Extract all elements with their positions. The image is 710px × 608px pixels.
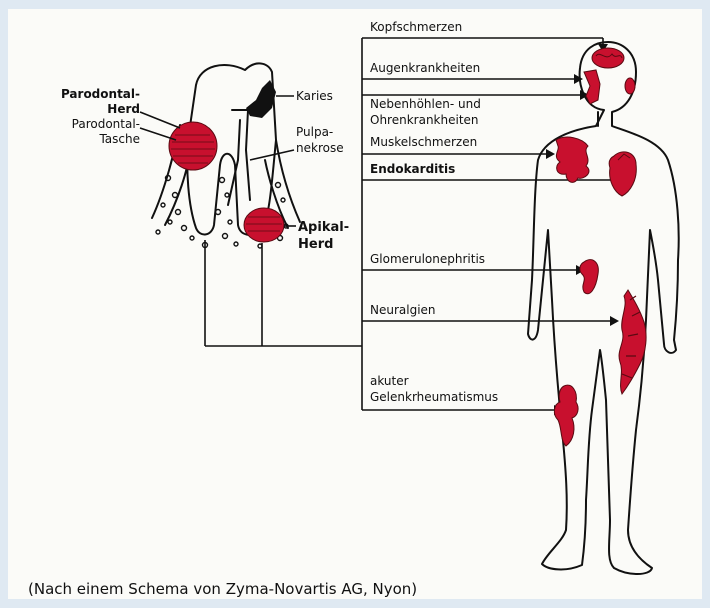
human-body-outline <box>528 42 679 574</box>
pulpa-label-1: Pulpa- <box>296 125 333 139</box>
apikal-label-2: Herd <box>298 237 333 252</box>
parodontal-herd-label-2: Herd <box>107 102 140 116</box>
pulpa-label-2: nekrose <box>296 141 344 155</box>
apikal-label-1: Apikal- <box>298 220 349 235</box>
parodontal-tasche-label-1: Parodontal- <box>72 117 140 131</box>
gelenk-label-1: akuter <box>370 374 409 388</box>
apikal-herd-lesion <box>244 208 284 242</box>
muscle-lesion <box>556 137 589 182</box>
head-lesion <box>592 48 624 68</box>
karies-label: Karies <box>296 89 333 103</box>
kidney-lesion <box>580 260 598 294</box>
gelenk-label-2: Gelenkrheumatismus <box>370 390 498 404</box>
parodontal-tasche-label-2: Tasche <box>98 132 140 146</box>
endokarditis-label: Endokarditis <box>370 162 455 176</box>
nebenhoehlen-label-2: Ohrenkrankheiten <box>370 113 479 127</box>
nebenhoehlen-label-1: Nebenhöhlen- und <box>370 97 481 111</box>
ear-lesion <box>625 78 635 94</box>
augenkrankheiten-label: Augenkrankheiten <box>370 61 480 75</box>
tooth-illustration <box>140 63 300 248</box>
kopfschmerzen-label: Kopfschmerzen <box>370 20 462 34</box>
source-caption: (Nach einem Schema von Zyma-Novartis AG,… <box>28 580 417 598</box>
glomerulonephritis-label: Glomerulonephritis <box>370 252 485 266</box>
parodontal-herd-label-1: Parodontal- <box>61 87 140 101</box>
muskelschmerzen-label: Muskelschmerzen <box>370 135 477 149</box>
heart-lesion <box>609 152 636 196</box>
karies-lesion <box>246 80 276 118</box>
neuralgien-label: Neuralgien <box>370 303 436 317</box>
